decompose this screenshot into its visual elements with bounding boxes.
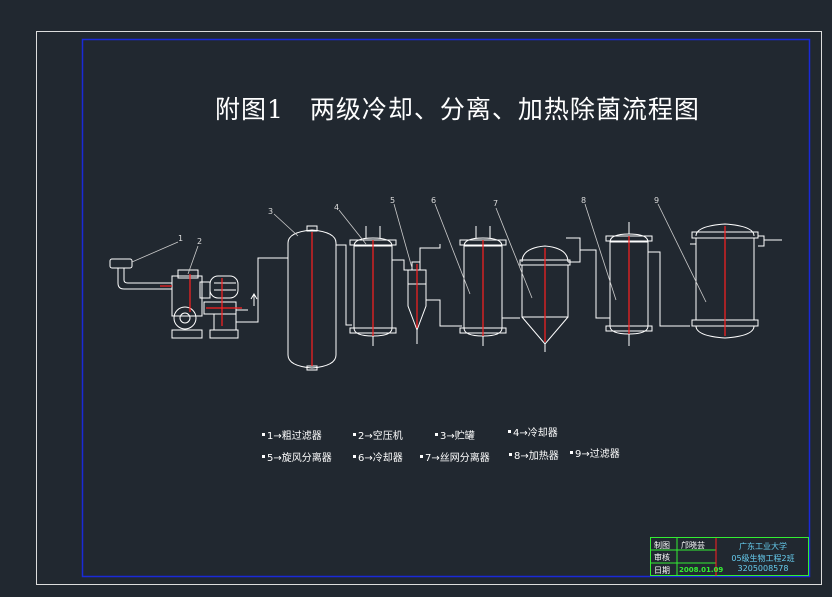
callout-2: 2 [197,237,203,246]
legend-item-8: 8→加热器 [514,451,559,462]
outer-border [36,31,822,585]
flow-arrow-head [250,293,258,300]
title-block-review-label: 审核 [654,553,670,562]
legend-item-3: 3→贮罐 [440,431,475,442]
legend-item-9: 9→过滤器 [575,449,620,460]
callout-7: 7 [493,199,499,208]
inner-border [81,38,811,578]
callout-9: 9 [654,196,660,205]
legend-item-7: 7→丝网分离器 [425,453,490,464]
callout-leaders [131,203,707,303]
title-block-class: 05级生物工程2班 [731,554,795,563]
mesh-separator-7 [519,237,610,352]
legend-bullets [262,430,573,458]
legend-item-1: 1→粗过滤器 [267,431,322,442]
callout-6: 6 [431,196,437,205]
title-block-student-id: 3205008578 [737,564,789,573]
legend-item-2: 2→空压机 [358,431,403,442]
filter-9 [690,223,782,339]
cooler-6 [459,226,520,346]
legend-item-4: 4→冷却器 [513,428,558,439]
cyclone-separator-5 [407,244,462,344]
title-block-date-label: 日期 [654,566,670,575]
title-block-grid [650,537,809,576]
storage-tank-3 [287,225,352,371]
title-block-date-value: 2008.01.09 [679,566,724,574]
title-block-drawn-label: 制图 [654,541,670,550]
callout-1: 1 [178,234,184,243]
callout-4: 4 [334,203,340,212]
callout-8: 8 [581,196,587,205]
air-compressor-2 [171,257,288,339]
drawing-title: 附图1 两级冷却、分离、加热除菌流程图 [215,95,700,124]
callout-3: 3 [268,207,274,216]
coarse-filter-1 [109,258,172,290]
cooler-4 [349,226,412,346]
legend-item-6: 6→冷却器 [358,453,403,464]
callout-5: 5 [390,196,396,205]
heater-8 [605,222,690,346]
equipment-centerlines [160,226,726,366]
title-block-school: 广东工业大学 [739,542,787,551]
legend-item-5: 5→旋风分离器 [267,453,332,464]
title-block-drawn-name: 邝晓芸 [681,541,705,550]
